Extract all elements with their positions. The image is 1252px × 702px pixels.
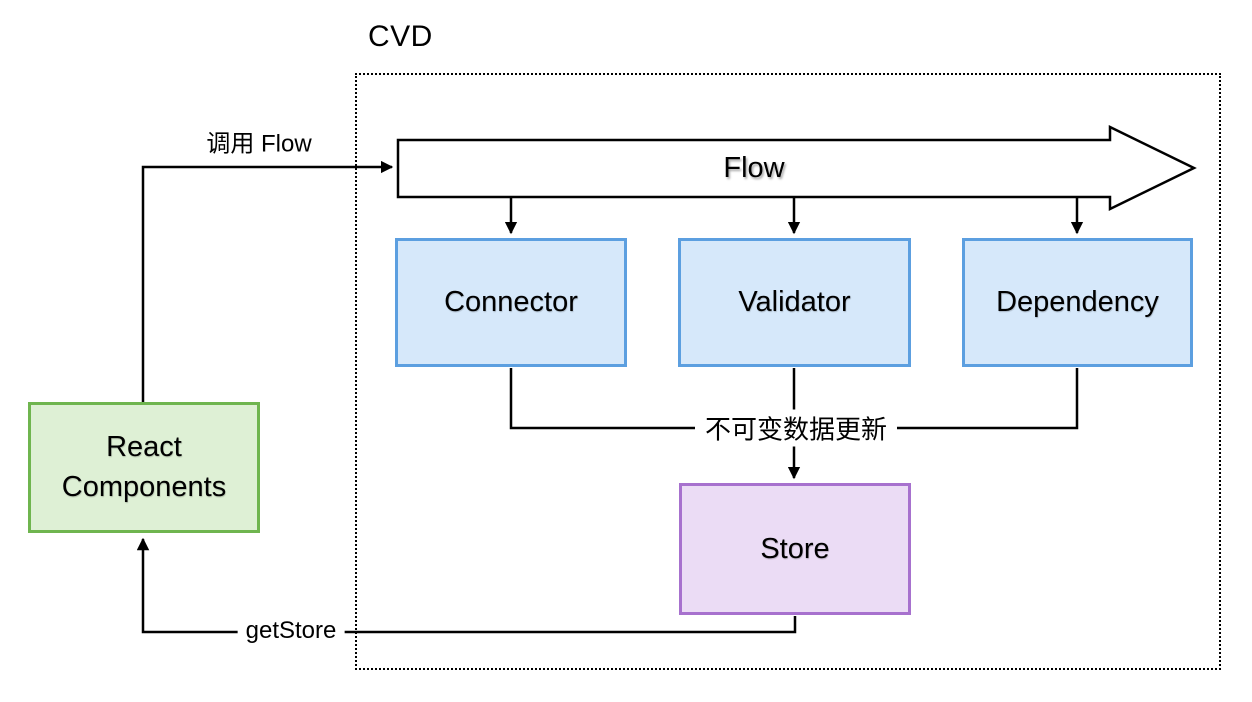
box-store: Store [679, 483, 911, 615]
edge-call-flow [141, 160, 394, 402]
box-validator: Validator [678, 238, 911, 367]
store-label: Store [760, 532, 830, 565]
diagram-title: CVD [368, 20, 433, 53]
box-connector: Connector [395, 238, 627, 367]
box-react-components: React Components [28, 402, 260, 533]
connector-label: Connector [444, 286, 578, 318]
box-dependency: Dependency [962, 238, 1193, 367]
flow-block-arrow [396, 124, 1197, 212]
validator-label: Validator [738, 286, 851, 318]
dependency-label: Dependency [996, 286, 1159, 318]
edge-immutable-update-label: 不可变数据更新 [694, 409, 898, 447]
cvd-boundary [355, 73, 1221, 670]
edge-get-store-label: getStore [237, 617, 345, 645]
react-components-label: React Components [61, 431, 227, 503]
edge-get-store [136, 537, 797, 634]
edge-call-flow-label: 调用 Flow [206, 130, 312, 158]
